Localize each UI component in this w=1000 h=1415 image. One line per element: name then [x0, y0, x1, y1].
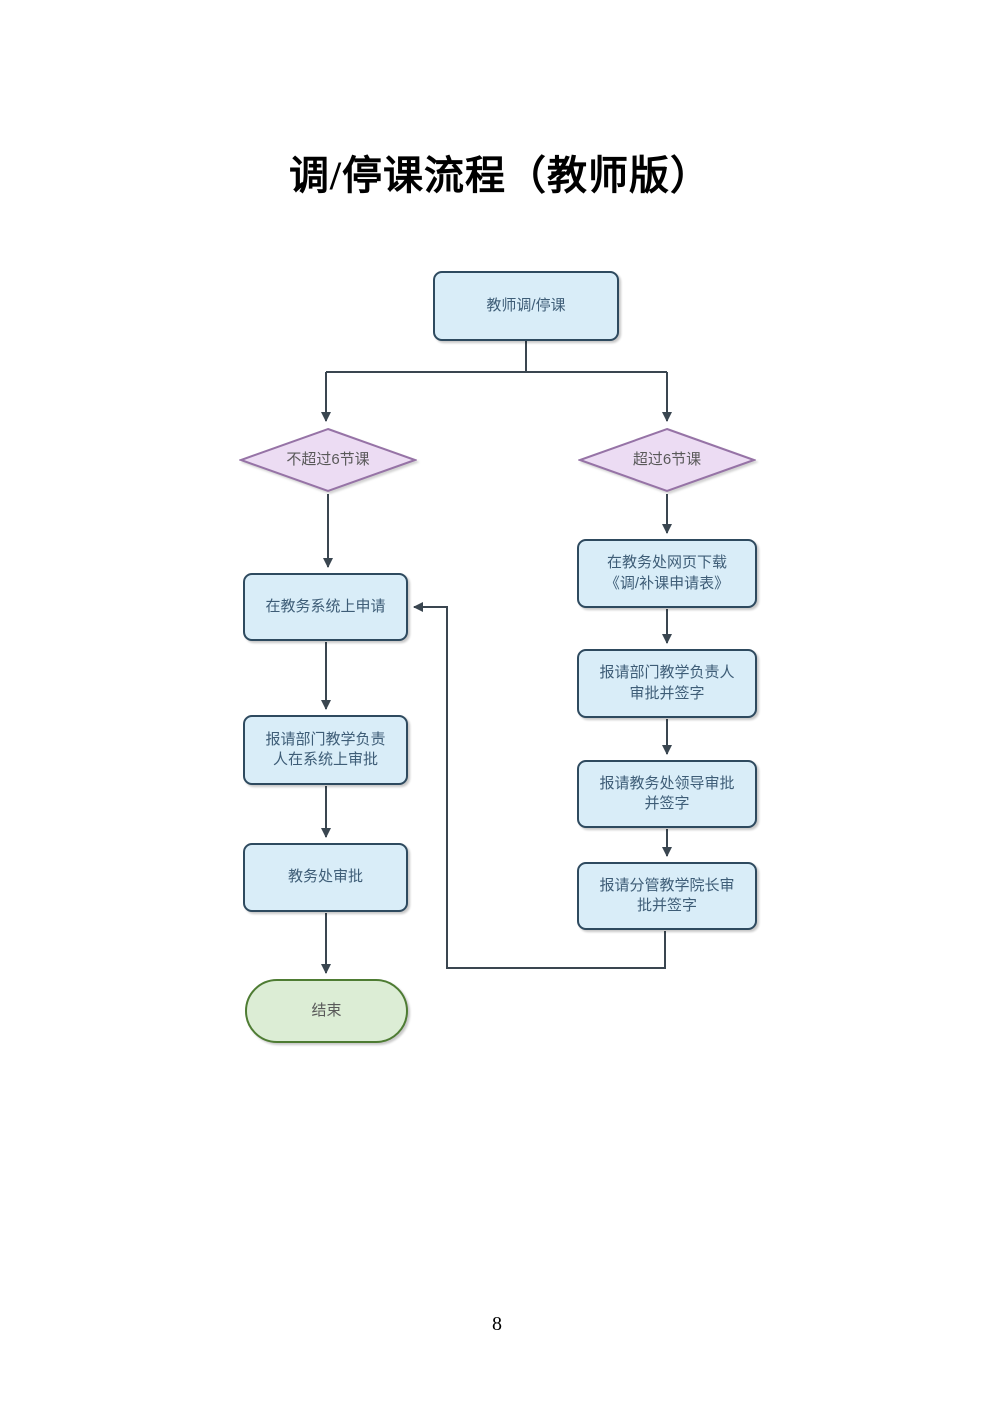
page-title: 调/停课流程（教师版） — [288, 153, 712, 198]
page-number: 8 — [492, 1313, 502, 1335]
diamond-shape — [578, 427, 756, 493]
node-dept-head-sign: 报请部门教学负责人 审批并签字 — [577, 649, 757, 718]
node-end-label: 结束 — [311, 1001, 342, 1019]
node-dept-sign-label: 报请部门教学负责人 审批并签字 — [599, 664, 735, 702]
node-end: 结束 — [245, 979, 408, 1043]
node-office-leader-sign: 报请教务处领导审批 并签字 — [577, 760, 757, 828]
node-academic-office-approval: 教务处审批 — [243, 843, 408, 912]
node-decision-right-label: 超过6节课 — [632, 450, 702, 468]
node-office-label: 教务处审批 — [287, 868, 363, 886]
node-download-form: 在教务处网页下载 《调/补课申请表》 — [577, 539, 757, 608]
node-decision-left-label: 不超过6节课 — [286, 450, 370, 468]
node-leader-sign-label: 报请教务处领导审批 并签字 — [599, 774, 735, 812]
node-start: 教师调/停课 — [433, 271, 619, 341]
node-dean-sign: 报请分管教学院长审 批并签字 — [577, 862, 757, 930]
node-apply-in-system: 在教务系统上申请 — [243, 573, 408, 641]
node-dept-sys-label: 报请部门教学负责 人在系统上审批 — [265, 730, 386, 768]
diamond-shape — [239, 427, 417, 493]
node-apply-label: 在教务系统上申请 — [265, 597, 386, 615]
node-decision-more-than-6: 超过6节课 — [578, 427, 756, 493]
node-start-label: 教师调/停课 — [486, 296, 566, 314]
node-dean-sign-label: 报请分管教学院长审 批并签字 — [599, 876, 735, 914]
node-decision-not-more-than-6: 不超过6节课 — [239, 427, 417, 493]
node-download-label: 在教务处网页下载 《调/补课申请表》 — [604, 554, 730, 592]
node-dept-head-system-approval: 报请部门教学负责 人在系统上审批 — [243, 715, 408, 785]
